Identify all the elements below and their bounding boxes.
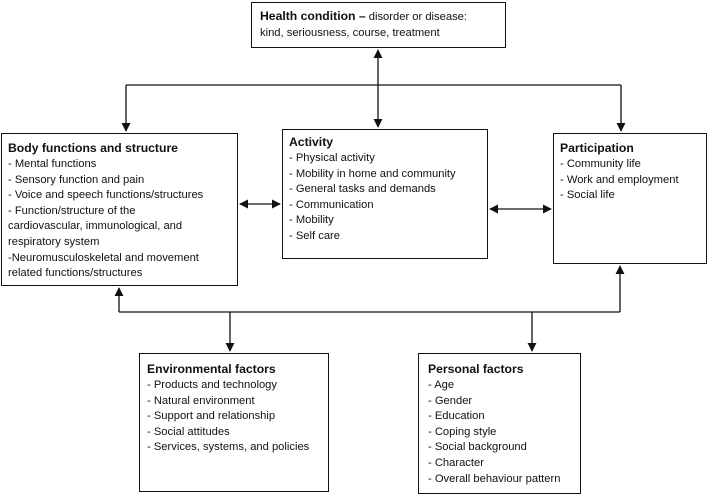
- list-item: - Sensory function and pain: [8, 173, 145, 186]
- list-item: - Mental functions: [8, 158, 97, 170]
- list-item: - Character: [428, 456, 484, 469]
- list-item: - Self care: [289, 229, 340, 242]
- health-condition-text: disorder or disease:: [368, 11, 468, 23]
- list-item: - Mobility in home and community: [289, 167, 456, 180]
- health-condition-title: Health condition –: [260, 9, 366, 23]
- health-condition-box: Health condition – disorder or disease: …: [251, 2, 506, 48]
- list-item: -Neuromusculoskeletal and movement: [8, 251, 199, 264]
- list-item: - Communication: [289, 198, 374, 211]
- activity-title: Activity: [289, 135, 334, 149]
- activity-list: - Physical activity - Mobility in home a…: [289, 151, 481, 245]
- list-item: - Work and employment: [560, 173, 679, 186]
- personal-factors-box: Personal factors - Age - Gender - Educat…: [418, 353, 581, 494]
- list-item: - Gender: [428, 394, 473, 407]
- list-item: - Mobility: [289, 214, 334, 227]
- list-item: - Social life: [560, 189, 615, 202]
- list-item: - Services, systems, and policies: [147, 441, 310, 454]
- list-item: - Coping style: [428, 425, 497, 438]
- list-item: - Products and technology: [147, 379, 277, 391]
- participation-box: Participation - Community life - Work an…: [553, 133, 707, 264]
- list-item: - Social background: [428, 441, 527, 454]
- activity-box: Activity - Physical activity - Mobility …: [282, 129, 488, 259]
- list-item: respiratory system: [8, 235, 100, 248]
- list-item: - General tasks and demands: [289, 183, 436, 196]
- list-item: - Physical activity: [289, 152, 375, 164]
- list-item: - Education: [428, 410, 485, 423]
- list-item: - Social attitudes: [147, 425, 230, 438]
- list-item: related functions/structures: [8, 267, 143, 280]
- list-item: - Community life: [560, 158, 641, 170]
- body-functions-title: Body functions and structure: [8, 141, 178, 155]
- personal-factors-list: - Age - Gender - Education - Coping styl…: [428, 378, 574, 487]
- participation-list: - Community life - Work and employment -…: [560, 157, 700, 204]
- participation-title: Participation: [560, 141, 634, 155]
- list-item: - Support and relationship: [147, 410, 276, 423]
- list-item: cardiovascular, immunological, and: [8, 220, 183, 233]
- list-item: - Function/structure of the: [8, 204, 136, 217]
- body-functions-list: - Mental functions - Sensory function an…: [8, 157, 231, 282]
- environmental-factors-list: - Products and technology - Natural envi…: [147, 378, 322, 456]
- list-item: - Overall behaviour pattern: [428, 472, 561, 485]
- list-item: - Natural environment: [147, 394, 255, 407]
- body-functions-box: Body functions and structure - Mental fu…: [1, 133, 238, 286]
- health-condition-text-line2: kind, seriousness, course, treatment: [260, 26, 440, 39]
- list-item: - Age: [428, 379, 455, 391]
- environmental-factors-box: Environmental factors - Products and tec…: [139, 353, 329, 492]
- personal-factors-title: Personal factors: [428, 362, 524, 376]
- environmental-factors-title: Environmental factors: [147, 362, 276, 376]
- list-item: - Voice and speech functions/structures: [8, 189, 204, 202]
